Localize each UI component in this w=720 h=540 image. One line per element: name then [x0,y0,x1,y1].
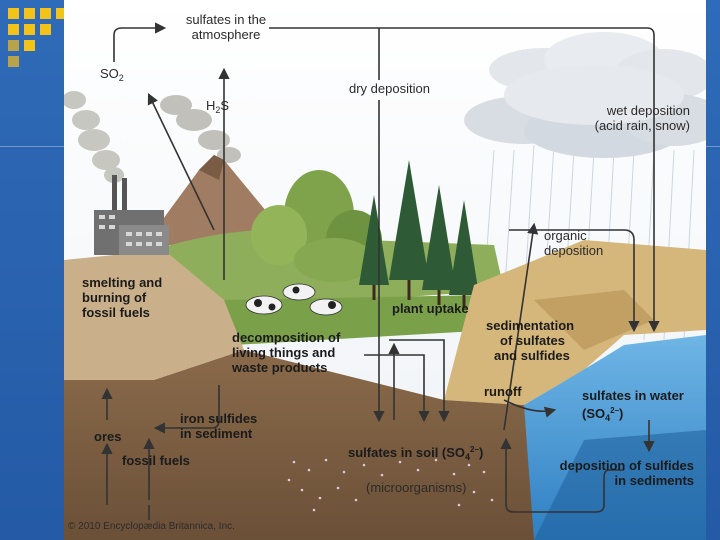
arrow-wet-deposition [269,27,660,333]
microorganism-specks [287,458,494,512]
logo-square [8,40,19,51]
logo-square [24,8,35,19]
label-sulfates-atmosphere: sulfates in the atmosphere [185,12,267,42]
sulfur-cycle-diagram: sulfates in the atmosphere SO2 H2S dry d… [64,0,706,540]
label-organic-deposition: organic deposition [544,228,604,258]
logo-square [24,40,35,51]
factory-smoke [64,91,124,183]
label-sedimentation: sedimentation of sulfates and sulfides [486,318,575,363]
logo-square [24,24,35,35]
conifer-trees [359,160,479,295]
arrow-iron-sulfides [153,385,220,434]
label-sulfates-water: sulfates in water (SO42–) [582,388,684,423]
arrow-sediment-loop [500,437,624,513]
label-h2s: H2S [206,98,230,115]
arrow-runoff [503,399,557,418]
label-dry-deposition: dry deposition [349,81,430,96]
soil-layer [64,350,534,540]
label-decomposition: decomposition of living things and waste… [232,330,341,375]
label-runoff: runoff [484,384,522,399]
label-fossil-fuels: fossil fuels [122,453,190,468]
copyright-notice: © 2010 Encyclopædia Britannica, Inc. [68,521,235,532]
logo-square [8,56,19,67]
label-ores: ores [94,429,122,444]
logo-square [40,8,51,19]
label-sulfates-soil: sulfates in soil (SO42–) [348,445,484,462]
volcano-smoke [160,95,241,163]
label-so2: SO2 [100,66,124,83]
rain-cloud [464,32,706,158]
diagram-illustration [64,0,706,540]
logo-square [40,24,51,35]
slide-logo-squares [8,8,68,68]
label-smelting: smelting and burning of fossil fuels [82,275,163,320]
label-wet-deposition: wet deposition (acid rain, snow) [594,103,690,133]
logo-square [8,8,19,19]
logo-square [8,24,19,35]
label-iron-sulfides: iron sulfides in sediment [180,411,258,441]
factory [94,175,169,255]
label-deposition-sulfides: deposition of sulfides in sediments [559,458,694,488]
arrow-plant-uptake [503,222,539,431]
label-microorganisms: (microorganisms) [366,480,467,495]
arrow-volcano-so2 [147,92,215,231]
cycle-arrows [101,22,660,520]
label-plant-uptake: plant uptake [392,301,469,316]
arrow-decomposition-soil [364,354,430,423]
logo-square [56,8,67,19]
arrow-organic-deposition [509,229,640,333]
rocky-ground [64,250,244,380]
cows [245,283,343,316]
arrow-so2-to-atmosphere [113,22,167,62]
